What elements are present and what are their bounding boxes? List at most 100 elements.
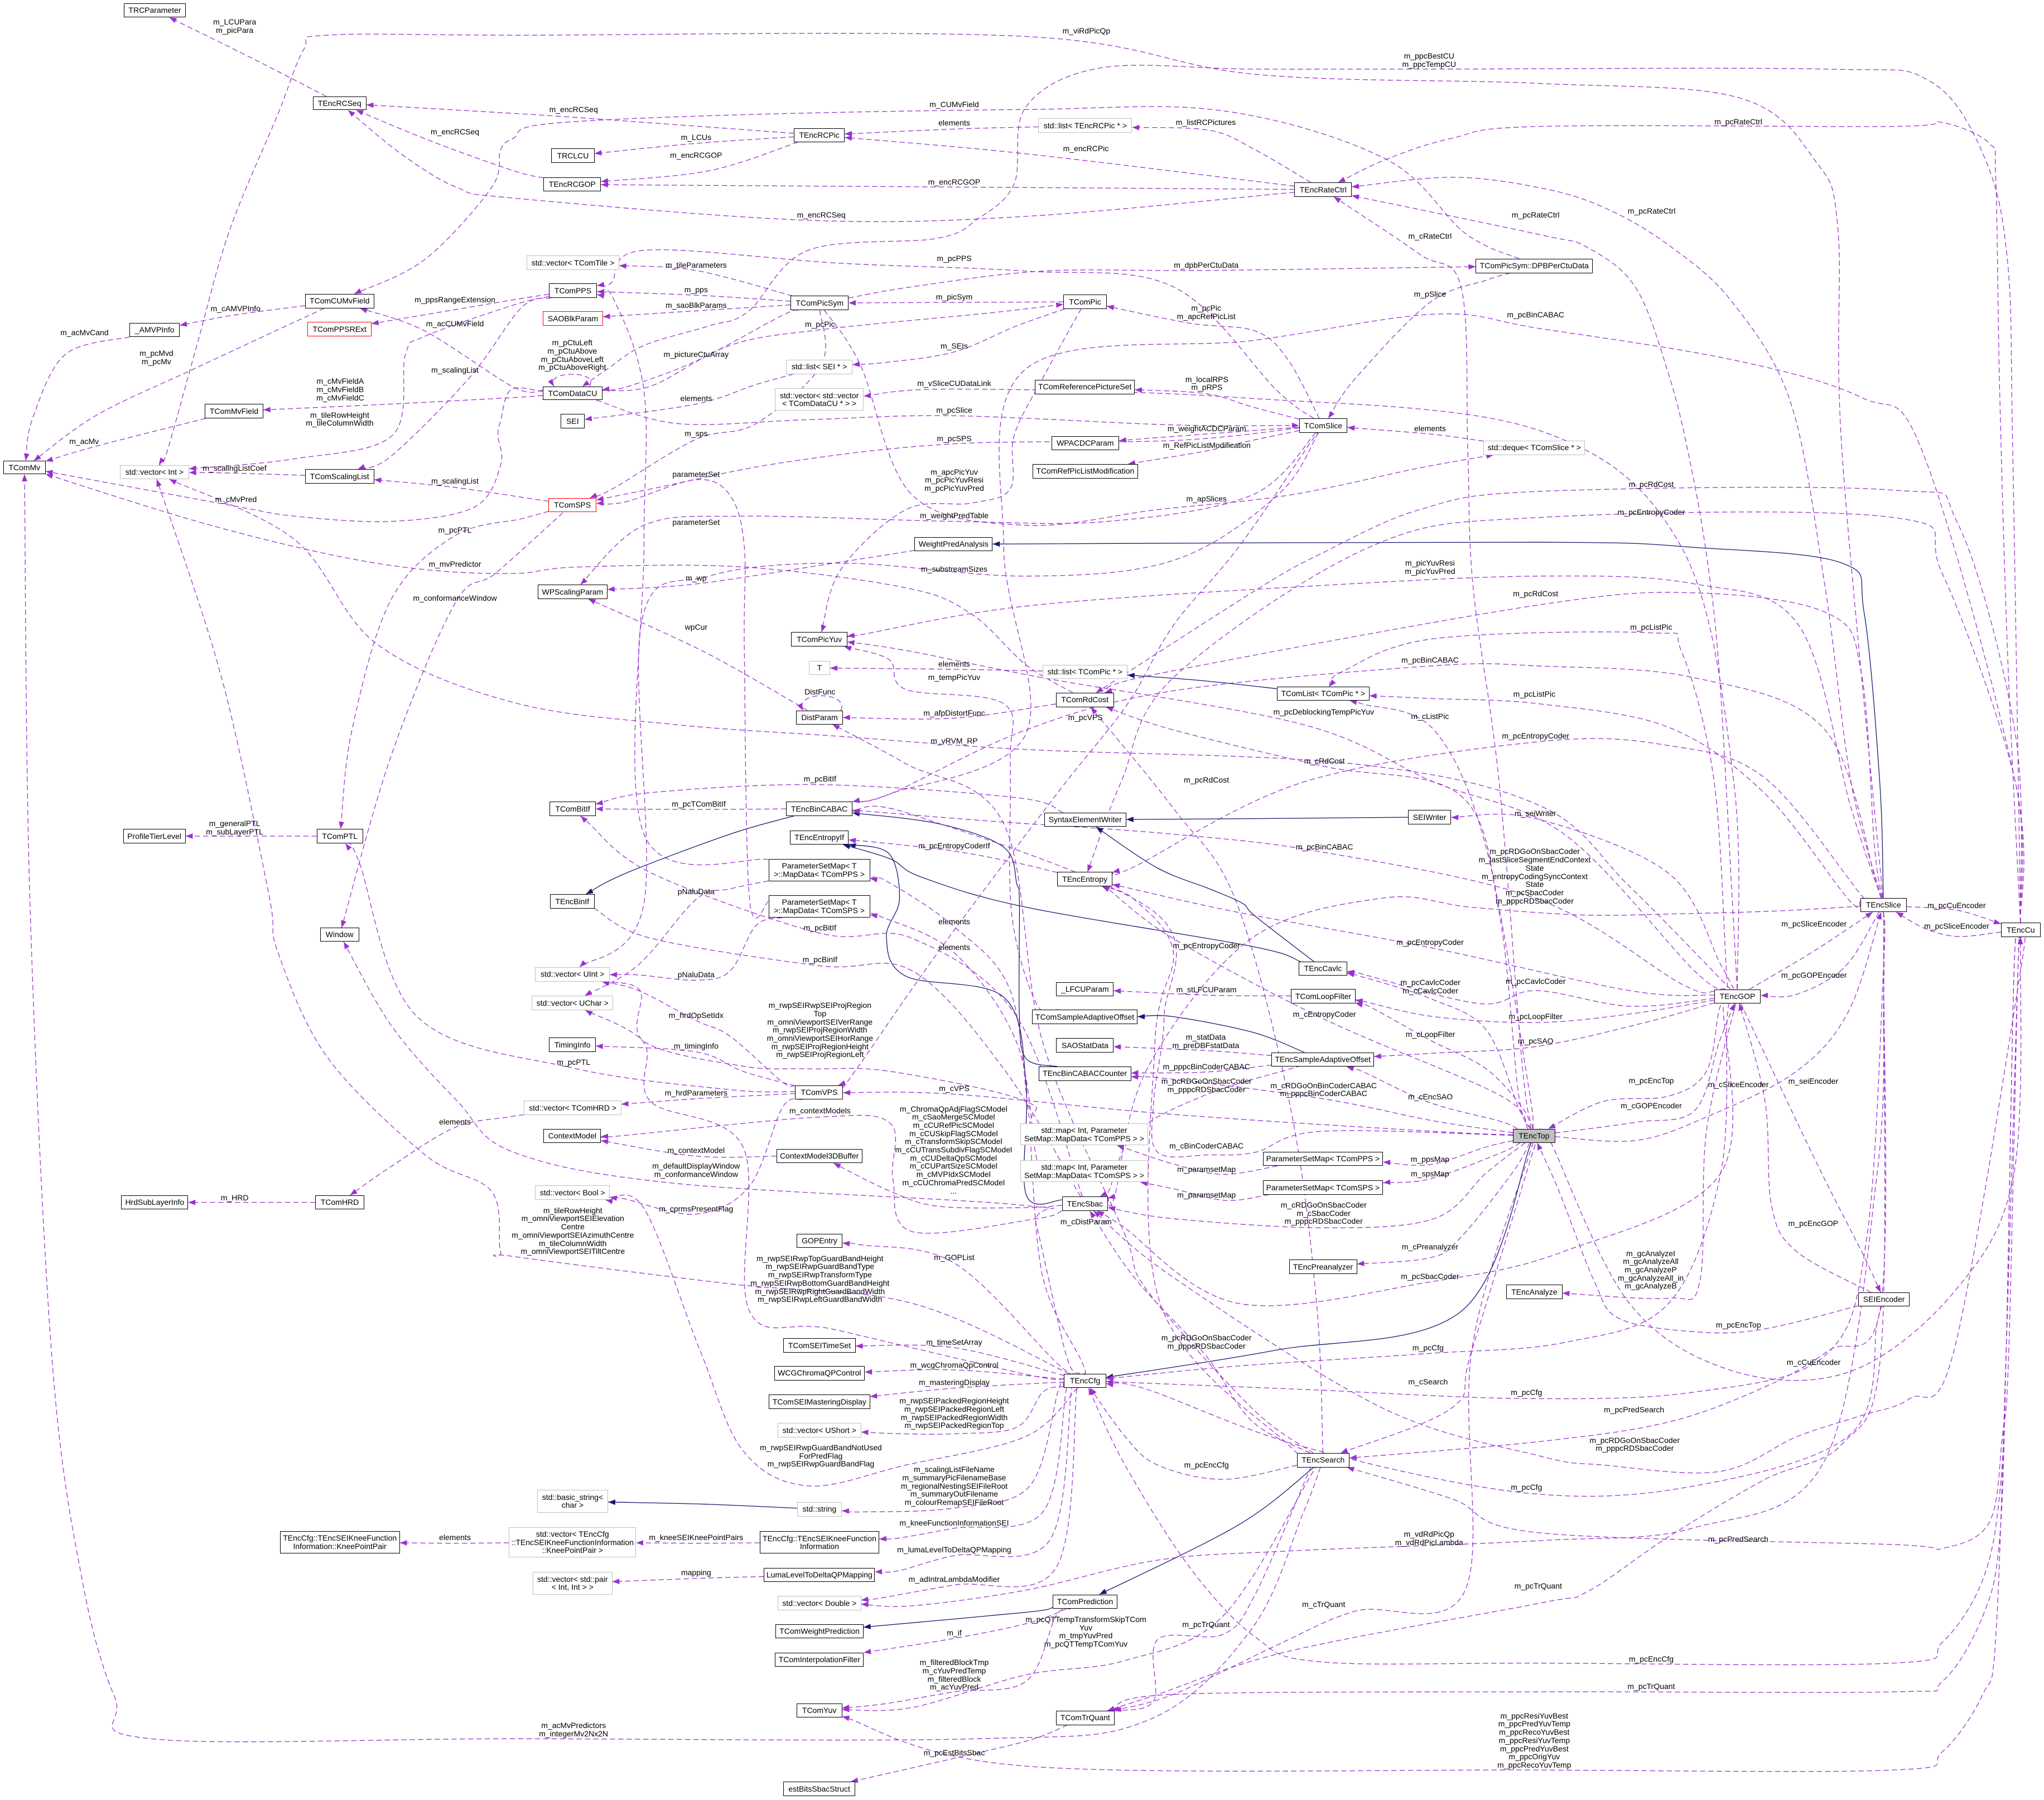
class-node-amvpinfo[interactable]: _AMVPInfo — [129, 323, 180, 337]
usage-edge-tenccfg-to-vecuint — [602, 980, 1086, 1374]
class-node-tcomrdcost[interactable]: TComRdCost — [1055, 692, 1114, 707]
class-node-tcomscalinglist[interactable]: TComScalingList — [305, 469, 374, 484]
class-node-distparam[interactable]: DistParam — [796, 710, 843, 725]
class-node-tcomcumvfield[interactable]: TComCUMvField — [305, 293, 374, 308]
class-node-tencsbac[interactable]: TEncSbac — [1062, 1196, 1108, 1211]
class-node-lfcuparam[interactable]: _LFCUParam — [1056, 982, 1114, 997]
class-node-tcompicsym-dpbperctudata[interactable]: TComPicSym::DPBPerCtuData — [1476, 258, 1593, 273]
class-node-tcomtrquant[interactable]: TComTrQuant — [1055, 1710, 1115, 1725]
class-node-tencrcseq[interactable]: TEncRCSeq — [312, 96, 367, 110]
class-node-profiletierlevel[interactable]: ProfileTierLevel — [123, 829, 186, 843]
class-node-lumaleveltodeltaqpmapping[interactable]: LumaLevelToDeltaQPMapping — [764, 1568, 875, 1582]
edge-label: m_saoBlkParams — [666, 301, 727, 310]
class-node-trclcu[interactable]: TRCLCU — [551, 148, 595, 163]
class-node-tencpreanalyzer[interactable]: TEncPreanalyzer — [1289, 1259, 1357, 1275]
class-node-tcomrefpiclistmodification[interactable]: TComRefPicListModification — [1032, 464, 1138, 479]
edge-label-line: m_cRdCost — [1304, 756, 1345, 765]
class-node-parametersetmap-t-mapdata-tcompps[interactable]: ParameterSetMap< T>::MapData< TComPPS > — [768, 858, 870, 881]
class-node-tcomsampleadaptiveoffset[interactable]: TComSampleAdaptiveOffset — [1031, 1010, 1138, 1024]
edge-label: m_if — [947, 1629, 961, 1637]
class-node-parametersetmap-tcomsps[interactable]: ParameterSetMap< TComSPS > — [1262, 1180, 1383, 1195]
class-node-tcompicsym[interactable]: TComPicSym — [790, 296, 849, 311]
class-node-tencrcgop[interactable]: TEncRCGOP — [543, 177, 601, 192]
class-node-tcomsps[interactable]: TComSPS — [548, 498, 597, 512]
class-node-saostatdata[interactable]: SAOStatData — [1056, 1038, 1114, 1053]
edge-label-line: m_pictureCtuArray — [663, 350, 729, 359]
class-node-tcomvps[interactable]: TComVPS — [795, 1085, 843, 1100]
class-node-contextmodel3dbuffer[interactable]: ContextModel3DBuffer — [776, 1149, 862, 1164]
class-node-tcommvfield[interactable]: TComMvField — [204, 404, 263, 419]
class-node-tcomlist-tcompic[interactable]: TComList< TComPic * > — [1276, 686, 1370, 701]
usage-edge-tencgop-to-tenctop — [1548, 1002, 1728, 1130]
usage-edge-tenctop-to-tencbincabaccounter — [1131, 1074, 1513, 1133]
edge-label-line: m_cMvFieldA — [316, 377, 364, 386]
class-node-seiencoder[interactable]: SEIEncoder — [1858, 1292, 1910, 1307]
class-node-seiwriter[interactable]: SEIWriter — [1407, 810, 1452, 824]
class-node-wpscalingparam[interactable]: WPScalingParam — [537, 585, 608, 599]
class-node-tenccfg[interactable]: TEncCfg — [1064, 1373, 1106, 1388]
class-node-gopentry[interactable]: GOPEntry — [796, 1233, 843, 1248]
class-node-tcomdatacu[interactable]: TComDataCU — [543, 386, 602, 400]
class-node-tcomreferencepictureset[interactable]: TComReferencePictureSet — [1035, 379, 1135, 394]
class-node-tencslice[interactable]: TEncSlice — [1860, 897, 1907, 913]
class-node-tcommv[interactable]: TComMv — [3, 461, 46, 475]
class-node-weightpredanalysis[interactable]: WeightPredAnalysis — [914, 537, 993, 552]
class-node-tcompic[interactable]: TComPic — [1063, 295, 1107, 309]
class-node-hrdsublayerinfo[interactable]: HrdSubLayerInfo — [121, 1195, 189, 1210]
class-node-tcompicyuv[interactable]: TComPicYuv — [791, 632, 847, 647]
class-node-tcomhrd[interactable]: TComHRD — [315, 1195, 365, 1210]
class-node-tenccu[interactable]: TEncCu — [2000, 923, 2041, 938]
class-node-tcomloopfilter[interactable]: TComLoopFilter — [1291, 989, 1356, 1003]
edge-label-line: m_pCtuLeft — [552, 338, 592, 348]
edge-label-line: m_pcVPS — [1068, 713, 1103, 722]
class-node-saoblkparam[interactable]: SAOBlkParam — [543, 311, 603, 326]
class-node-tencentropyif[interactable]: TEncEntropyIf — [790, 830, 849, 845]
class-node-parametersetmap-tcompps[interactable]: ParameterSetMap< TComPPS > — [1262, 1151, 1383, 1166]
class-node-syntaxelementwriter[interactable]: SyntaxElementWriter — [1044, 812, 1126, 827]
class-node-tcomseimasteringdisplay[interactable]: TComSEIMasteringDisplay — [769, 1394, 870, 1409]
class-node-tcompps[interactable]: TComPPS — [548, 283, 597, 298]
edge-label: m_vRVM_RP — [931, 736, 978, 745]
edge-label-line: m_seiWriter — [1514, 808, 1556, 818]
class-node-tcominterpolationfilter[interactable]: TComInterpolationFilter — [775, 1652, 864, 1667]
edge-label-line: m_ppcRecoYuvTemp — [1497, 1760, 1571, 1769]
class-node-tcomprediction[interactable]: TComPrediction — [1053, 1594, 1118, 1609]
class-node-contextmodel[interactable]: ContextModel — [543, 1128, 601, 1143]
edge-label-line: m_cAMVPInfo — [210, 303, 261, 313]
class-node-tencsampleadaptiveoffset[interactable]: TEncSampleAdaptiveOffset — [1271, 1052, 1374, 1067]
class-node-tencanalyze[interactable]: TEncAnalyze — [1506, 1285, 1563, 1299]
class-node-wcgchromaqpcontrol[interactable]: WCGChromaQPControl — [774, 1365, 865, 1381]
class-node-label: ::TEncSEIKneeFunctionInformation — [511, 1537, 634, 1547]
class-node-tcomseitimeset[interactable]: TComSEITimeSet — [783, 1338, 856, 1353]
class-node-tencrcpic[interactable]: TEncRCPic — [794, 128, 845, 142]
class-node-sei[interactable]: SEI — [560, 414, 585, 428]
class-node-timinginfo[interactable]: TimingInfo — [549, 1037, 596, 1052]
class-node-tenccavlc[interactable]: TEncCavlc — [1299, 961, 1347, 976]
class-node-tencbincabac[interactable]: TEncBinCABAC — [786, 802, 853, 816]
class-node-trcparameter[interactable]: TRCParameter — [123, 3, 186, 18]
class-node-parametersetmap-t-mapdata-tcomsps[interactable]: ParameterSetMap< T>::MapData< TComSPS > — [768, 895, 870, 918]
class-node-tcomppsrext[interactable]: TComPPSRExt — [307, 322, 372, 336]
class-node-tcomyuv[interactable]: TComYuv — [796, 1703, 842, 1717]
edge-label: m_pcCuEncoder — [1927, 901, 1985, 910]
class-node-tencbinif[interactable]: TEncBinIf — [550, 894, 595, 909]
edge-label-line: m_rwpSEIRwpTransformType — [768, 1270, 872, 1280]
class-node-tcomptl[interactable]: TComPTL — [316, 829, 363, 843]
edge-label-line: m_rwpSEIPackedRegionWidth — [900, 1412, 1008, 1422]
class-node-std-vector-bool: std::vector< Bool > — [535, 1185, 610, 1200]
class-node-tcomslice[interactable]: TComSlice — [1299, 418, 1348, 433]
usage-edge-tencslice-to-tcomtrquant — [1107, 912, 1886, 1711]
class-node-tencbincabaccounter[interactable]: TEncBinCABACCounter — [1038, 1066, 1131, 1081]
class-node-tencentropy[interactable]: TEncEntropy — [1057, 872, 1113, 886]
class-node-tcomweightprediction[interactable]: TComWeightPrediction — [775, 1624, 864, 1639]
class-node-tencgop[interactable]: TEncGOP — [1714, 989, 1761, 1003]
class-node-tencsearch[interactable]: TEncSearch — [1296, 1452, 1349, 1468]
class-node-tcombitif[interactable]: TComBitIf — [549, 802, 596, 816]
class-node-window[interactable]: Window — [320, 928, 359, 942]
class-node-wpacdcparam[interactable]: WPACDCParam — [1051, 436, 1120, 451]
edge-label-line: m_rwpSEIRwpGuardBandType — [765, 1262, 875, 1271]
class-node-estbitssbacstruct[interactable]: estBitsSbacStruct — [783, 1782, 855, 1797]
class-node-tencratectrl[interactable]: TEncRateCtrl — [1294, 182, 1352, 197]
